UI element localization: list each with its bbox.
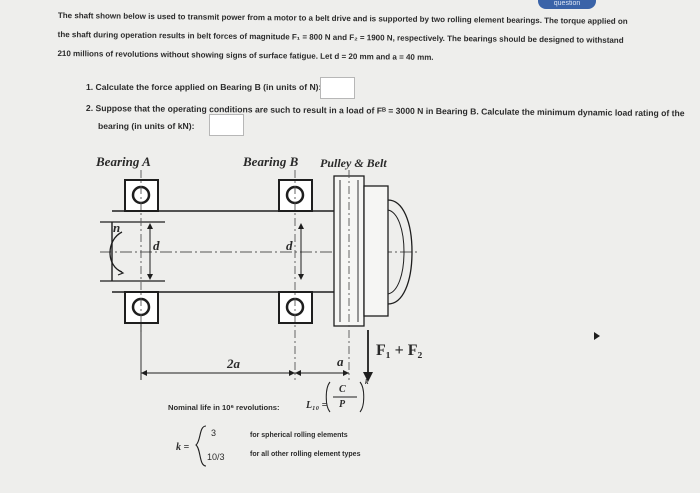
bearing-b-label: Bearing B	[243, 154, 299, 169]
k-desc-other: for all other rolling element types	[250, 451, 361, 458]
k-lhs: k =	[176, 442, 190, 453]
rotation-n-label: n	[113, 220, 121, 235]
diameter-d-label-a: d	[153, 238, 160, 253]
question-2-label-cont: bearing (in units of kN):	[98, 121, 195, 131]
question-2-label: 2. Suppose that the operating conditions…	[85, 103, 685, 119]
question-1-label: 1. Calculate the force applied on Bearin…	[86, 82, 322, 92]
force-label: F₁ + F₂	[376, 342, 423, 359]
nominal-life-label: Nominal life in 10⁶ revolutions:	[168, 403, 280, 412]
diameter-d-label-b: d	[286, 238, 293, 253]
k-value-other: 10/3	[207, 452, 225, 462]
dimension-2a-label: 2a	[227, 356, 240, 371]
answer-field-2[interactable]	[209, 114, 244, 136]
life-lhs: L₁₀ =	[306, 400, 328, 411]
problem-statement: The shaft shown below is used to transmi…	[57, 6, 698, 70]
life-exponent: k	[365, 378, 369, 386]
dimension-a-label: a	[337, 354, 344, 369]
life-denominator: P	[339, 399, 346, 410]
life-numerator: C	[339, 384, 346, 395]
answer-field-1[interactable]	[320, 77, 355, 99]
pulley-belt-label: Pulley & Belt	[320, 156, 387, 170]
k-desc-spherical: for spherical rolling elements	[250, 432, 348, 439]
question-tab: question	[538, 0, 596, 9]
k-value-spherical: 3	[211, 428, 217, 438]
bearing-b	[278, 170, 313, 380]
bearing-a-label: Bearing A	[96, 154, 151, 169]
